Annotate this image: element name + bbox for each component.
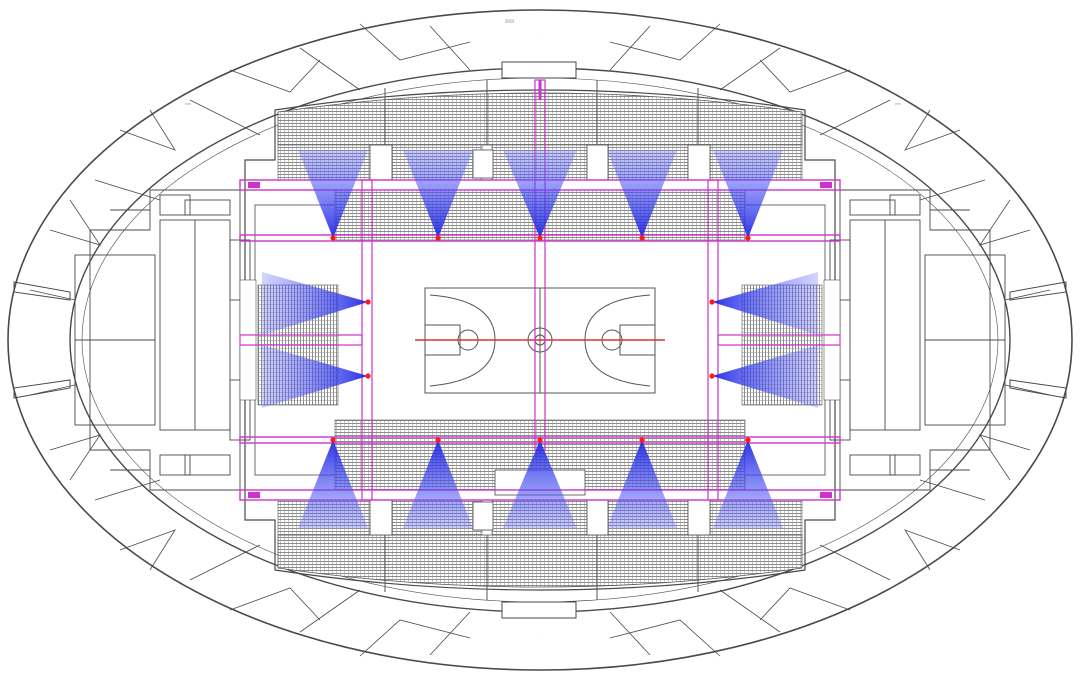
coverage-cone-top-1 xyxy=(298,150,368,238)
svg-text:░░░░: ░░░░ xyxy=(505,19,514,23)
west-wing xyxy=(74,189,251,491)
coverage-cone-top-5 xyxy=(713,150,783,238)
device-marker xyxy=(365,373,371,379)
east-wing xyxy=(829,189,1006,491)
device-marker xyxy=(435,235,441,241)
device-marker xyxy=(330,235,336,241)
coverage-cone-bottom-1 xyxy=(298,440,368,528)
coverage-cone-bottom-4 xyxy=(607,440,677,528)
svg-text:·: · xyxy=(540,637,541,641)
svg-text:▭▭: ▭▭ xyxy=(895,102,901,106)
outer-ellipse xyxy=(7,9,1073,671)
device-marker xyxy=(537,437,543,443)
coverage-cone-top-4 xyxy=(607,150,677,238)
device-marker xyxy=(745,437,751,443)
coverage-cone-top-3 xyxy=(503,150,577,238)
device-marker xyxy=(745,235,751,241)
coverage-cone-right-2 xyxy=(712,345,818,408)
device-markers xyxy=(330,235,751,443)
device-marker xyxy=(639,437,645,443)
svg-text:▭▭: ▭▭ xyxy=(185,102,191,106)
device-marker xyxy=(330,437,336,443)
coverage-cone-bottom-2 xyxy=(403,440,473,528)
device-marker xyxy=(435,437,441,443)
coverage-cone-left-1 xyxy=(262,272,368,335)
svg-text:·: · xyxy=(540,37,541,41)
device-marker xyxy=(639,235,645,241)
device-marker xyxy=(537,235,543,241)
coverage-cone-bottom-5 xyxy=(713,440,783,528)
device-marker xyxy=(709,373,715,379)
coverage-cone-bottom-3 xyxy=(503,440,577,528)
coverage-cone-left-2 xyxy=(262,345,368,408)
device-marker xyxy=(709,299,715,305)
device-marker xyxy=(365,299,371,305)
north-entrance xyxy=(501,61,577,79)
coverage-cone-top-2 xyxy=(403,150,473,238)
annotations: ░░░░ · ▭▭ ▭▭ · xyxy=(185,19,901,641)
coverage-cones xyxy=(262,150,818,528)
south-entrance xyxy=(501,601,577,619)
coverage-cone-right-1 xyxy=(712,272,818,335)
facade-panels xyxy=(13,23,1067,657)
